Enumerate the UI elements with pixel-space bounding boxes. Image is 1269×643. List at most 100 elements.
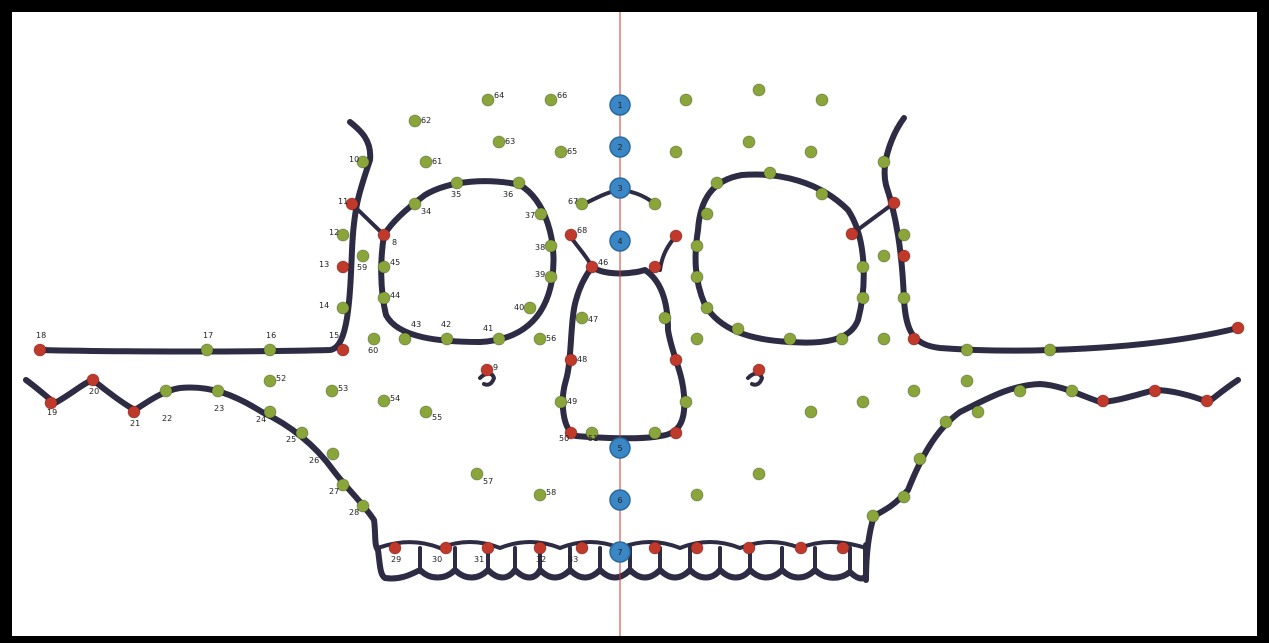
landmark-point	[1149, 385, 1161, 397]
landmark-point-32	[534, 542, 546, 554]
landmark-label-65: 65	[567, 147, 577, 156]
landmark-label-41: 41	[483, 324, 493, 333]
landmark-point-56	[534, 333, 546, 345]
landmark-point	[649, 542, 661, 554]
landmark-point	[1044, 344, 1056, 356]
landmark-label-10: 10	[349, 155, 359, 164]
landmark-point	[711, 177, 723, 189]
landmark-label-25: 25	[286, 435, 296, 444]
landmark-point-26	[327, 448, 339, 460]
landmark-label-3: 3	[617, 184, 622, 193]
landmark-point-35	[451, 177, 463, 189]
landmark-point	[680, 94, 692, 106]
landmark-point	[691, 489, 703, 501]
landmark-point	[670, 230, 682, 242]
landmark-point	[846, 228, 858, 240]
landmark-label-17: 17	[203, 331, 213, 340]
landmark-label-18: 18	[36, 331, 46, 340]
landmark-label-16: 16	[266, 331, 276, 340]
landmark-label-67: 67	[568, 197, 578, 206]
landmark-point	[732, 323, 744, 335]
landmark-point	[878, 156, 890, 168]
landmark-point	[753, 468, 765, 480]
landmark-label-22: 22	[162, 414, 172, 423]
landmark-point-9	[481, 364, 493, 376]
landmark-label-20: 20	[89, 387, 99, 396]
landmark-point	[898, 250, 910, 262]
landmark-label-36: 36	[503, 190, 513, 199]
landmark-label-53: 53	[338, 384, 348, 393]
landmark-point	[867, 510, 879, 522]
landmark-label-35: 35	[451, 190, 461, 199]
landmark-point-43	[399, 333, 411, 345]
landmark-point	[649, 261, 661, 273]
landmark-point-16	[264, 344, 276, 356]
landmark-point	[764, 167, 776, 179]
landmark-point	[670, 354, 682, 366]
landmark-label-27: 27	[329, 487, 339, 496]
landmark-point-46	[586, 261, 598, 273]
landmark-point	[680, 396, 692, 408]
landmark-point	[878, 333, 890, 345]
landmark-label-14: 14	[319, 301, 329, 310]
landmark-label-26: 26	[309, 456, 319, 465]
landmark-label-9: 9	[493, 363, 498, 372]
landmark-label-32: 32	[536, 555, 546, 564]
landmark-label-40: 40	[514, 303, 524, 312]
landmark-point-55	[420, 406, 432, 418]
landmark-point-37	[535, 208, 547, 220]
landmark-point	[837, 542, 849, 554]
landmark-point-29	[389, 542, 401, 554]
landmark-point-8	[378, 229, 390, 241]
landmark-point-40	[524, 302, 536, 314]
landmark-point	[701, 302, 713, 314]
landmark-point	[691, 240, 703, 252]
landmark-point-31	[482, 542, 494, 554]
landmark-point-68	[565, 229, 577, 241]
landmark-label-68: 68	[577, 226, 587, 235]
landmark-point	[836, 333, 848, 345]
landmark-point	[961, 344, 973, 356]
landmark-point-62	[409, 115, 421, 127]
landmark-label-60: 60	[368, 346, 378, 355]
landmark-point-39	[545, 271, 557, 283]
landmark-point	[816, 94, 828, 106]
landmark-label-2: 2	[617, 143, 622, 152]
landmark-point-18	[34, 344, 46, 356]
landmark-point-41	[493, 333, 505, 345]
landmark-point	[795, 542, 807, 554]
landmark-point-23	[212, 385, 224, 397]
landmark-point	[649, 198, 661, 210]
landmark-point-47	[576, 312, 588, 324]
landmark-label-38: 38	[535, 243, 545, 252]
landmark-label-45: 45	[390, 258, 400, 267]
landmark-label-23: 23	[214, 404, 224, 413]
landmark-point	[670, 427, 682, 439]
landmark-label-44: 44	[390, 291, 400, 300]
landmark-label-13: 13	[319, 260, 329, 269]
landmark-point-20	[87, 374, 99, 386]
landmark-point	[961, 375, 973, 387]
landmark-point	[1097, 395, 1109, 407]
landmark-point	[1066, 385, 1078, 397]
landmark-label-4: 4	[617, 237, 622, 246]
landmark-point	[691, 542, 703, 554]
landmark-point	[1014, 385, 1026, 397]
landmark-label-52: 52	[276, 374, 286, 383]
landmark-label-34: 34	[421, 207, 431, 216]
landmark-label-63: 63	[505, 137, 515, 146]
landmark-label-54: 54	[390, 394, 400, 403]
landmark-label-51: 51	[588, 434, 598, 443]
landmark-point	[1201, 395, 1213, 407]
landmark-point	[753, 84, 765, 96]
landmark-label-28: 28	[349, 508, 359, 517]
landmark-point	[972, 406, 984, 418]
landmark-point	[857, 396, 869, 408]
landmark-point	[914, 453, 926, 465]
landmark-point	[816, 188, 828, 200]
landmark-point-61	[420, 156, 432, 168]
landmark-point-57	[471, 468, 483, 480]
landmark-point	[888, 197, 900, 209]
